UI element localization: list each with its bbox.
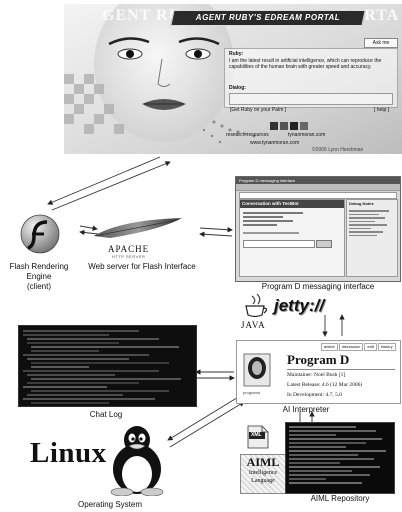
aiml-logo-line1: AIML	[246, 455, 280, 469]
arrow-interpreter-to-os	[167, 395, 241, 441]
send-button[interactable]	[316, 240, 332, 248]
address-bar[interactable]	[239, 192, 397, 199]
arrow-apache-to-messaging	[199, 227, 233, 233]
window-titlebar: Program D messaging interface	[236, 177, 400, 184]
portal-banner: AGENT RUBY'S EDREAM PORTAL	[170, 10, 366, 26]
apache-sub-text: HTTP SERVER	[112, 254, 146, 259]
programd-maintainer: Maintainer: Noel Bush [1]	[287, 372, 346, 378]
linux-logo-text: Linux	[30, 437, 107, 469]
message-input[interactable]	[243, 240, 315, 248]
aiml-repository-label: AIML Repository	[310, 494, 370, 503]
thumbnail[interactable]	[280, 122, 288, 130]
chat-log-screenshot	[18, 325, 197, 407]
java-cup-icon	[245, 294, 268, 318]
arrow-flash-to-apache	[79, 225, 98, 231]
xml-file-icon	[247, 425, 269, 449]
agent-ruby-portal-screenshot: GENT RU PORTA AGENT RUBY'S EDREAM PORTAL…	[64, 4, 402, 154]
flash-icon	[20, 214, 60, 254]
apache-logo-text: APACHE	[108, 244, 150, 254]
conversation-lines	[240, 208, 344, 238]
conversation-pane: Conversation with TestBot	[239, 199, 345, 277]
ruby-dialog-panel: Ruby: I am the latest result in artifici…	[224, 48, 398, 108]
portal-banner-text: AGENT RUBY'S EDREAM PORTAL	[195, 13, 341, 22]
debug-pane: Debug Notes	[346, 199, 398, 277]
programd-logo-caption: programd	[243, 390, 261, 395]
arrow-apache-to-flash	[79, 229, 99, 236]
get-ruby-on-palm-link[interactable]: [Get Ruby on your Palm ]	[230, 107, 287, 113]
dialog-input[interactable]	[229, 93, 393, 105]
thumbnail-strip	[270, 122, 316, 131]
aiml-terminal-screenshot	[285, 422, 395, 494]
programd-title-rule	[287, 369, 395, 370]
jetty-logo: jetty://	[274, 296, 325, 315]
arrow-os-to-interpreter	[169, 401, 245, 448]
site-url: www.tynanmoran.com	[250, 140, 300, 146]
window-toolbar	[236, 184, 400, 191]
chat-log-lines	[23, 330, 181, 404]
aiml-logo: AIML Intelligence Language	[240, 454, 286, 494]
arrow-flash-to-portal	[51, 161, 171, 211]
thumbnail[interactable]	[290, 122, 298, 130]
tux-penguin-icon	[110, 426, 164, 496]
programd-title: Program D	[287, 352, 350, 367]
programd-in-development: In Development: 4.7, 5.0	[287, 392, 342, 398]
tynanmoran-link[interactable]: tynanmoran.com	[288, 132, 326, 138]
java-logo-text: JAVA	[241, 320, 266, 330]
help-link[interactable]: [ help ]	[374, 107, 390, 113]
copyright: ©2006 Lynn Hershman	[312, 147, 364, 153]
terminal-lines	[289, 426, 386, 484]
ruby-box-title: Ruby:	[229, 51, 244, 57]
dialog-box-title: Dialog:	[229, 85, 246, 91]
operating-system-label: Operating System	[77, 500, 143, 509]
tab-article[interactable]: article	[321, 343, 338, 351]
arrow-messaging-to-apache	[199, 231, 233, 237]
chat-log-label: Chat Log	[89, 410, 123, 419]
thumbnail[interactable]	[270, 122, 278, 130]
tab-edit[interactable]: edit	[364, 343, 377, 351]
aiml-logo-line3: Language	[251, 478, 275, 484]
programd-page-screenshot: article discussion edit history programd…	[236, 340, 401, 404]
messaging-interface-label: Program D messaging interface	[261, 282, 375, 291]
arrow-portal-to-flash	[47, 156, 161, 205]
web-server-label: Web server for Flash Interface	[88, 262, 196, 271]
portal-ghost-text-left: GENT RU	[102, 7, 182, 24]
research-resources-link[interactable]: research resources	[226, 132, 269, 138]
xml-badge-text: XML	[251, 432, 262, 438]
ai-interpreter-label: AI Interpreter	[282, 405, 330, 414]
programd-latest-release: Latest Release: 4.6 (12 Mar 2006)	[287, 382, 363, 388]
tab-discussion[interactable]: discussion	[338, 343, 364, 351]
ruby-box-text: I am the latest result in artificial int…	[229, 58, 382, 70]
conversation-heading: Conversation with TestBot	[240, 200, 344, 208]
tab-history[interactable]: history	[377, 343, 396, 351]
flash-engine-label: Flash Rendering Engine (client)	[9, 262, 69, 291]
programd-tabs: article discussion edit history	[321, 343, 396, 351]
thumbnail[interactable]	[300, 122, 308, 130]
apache-feather-icon	[93, 218, 182, 238]
ask-me-button[interactable]: Ask me	[364, 38, 398, 48]
debug-heading: Debug Notes	[349, 201, 374, 206]
messaging-interface-screenshot: Program D messaging interface Conversati…	[235, 176, 401, 282]
programd-logo-icon	[243, 353, 271, 387]
aiml-logo-line2: Intelligence	[248, 470, 278, 476]
